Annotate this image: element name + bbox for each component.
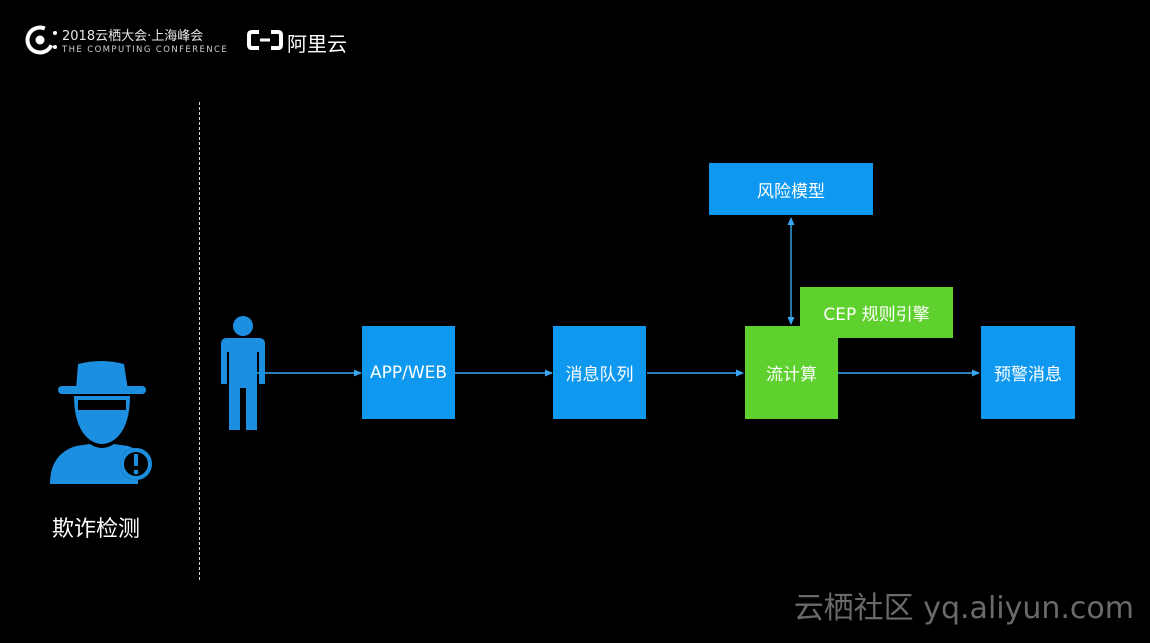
cep-engine-node: CEP 规则引擎 — [800, 287, 953, 338]
suspect-alert-icon — [50, 361, 152, 484]
app-web-node: APP/WEB — [362, 326, 455, 419]
conference-logo-icon — [25, 25, 57, 55]
event-title: 2018云栖大会·上海峰会 — [62, 29, 204, 44]
person-icon — [221, 316, 265, 430]
section-divider — [199, 102, 200, 580]
watermark: 云栖社区 yq.aliyun.com — [793, 591, 1134, 626]
message-queue-node: 消息队列 — [553, 326, 646, 419]
risk-model-node: 风险模型 — [709, 163, 873, 215]
fraud-detection-label: 欺诈检测 — [52, 517, 141, 542]
brand-name: 阿里云 — [287, 32, 347, 56]
alert-message-node: 预警消息 — [981, 326, 1075, 419]
stream-compute-node: 流计算 — [745, 326, 838, 419]
event-subtitle: THE COMPUTING CONFERENCE — [62, 45, 229, 55]
aliyun-logo-icon — [247, 30, 283, 50]
